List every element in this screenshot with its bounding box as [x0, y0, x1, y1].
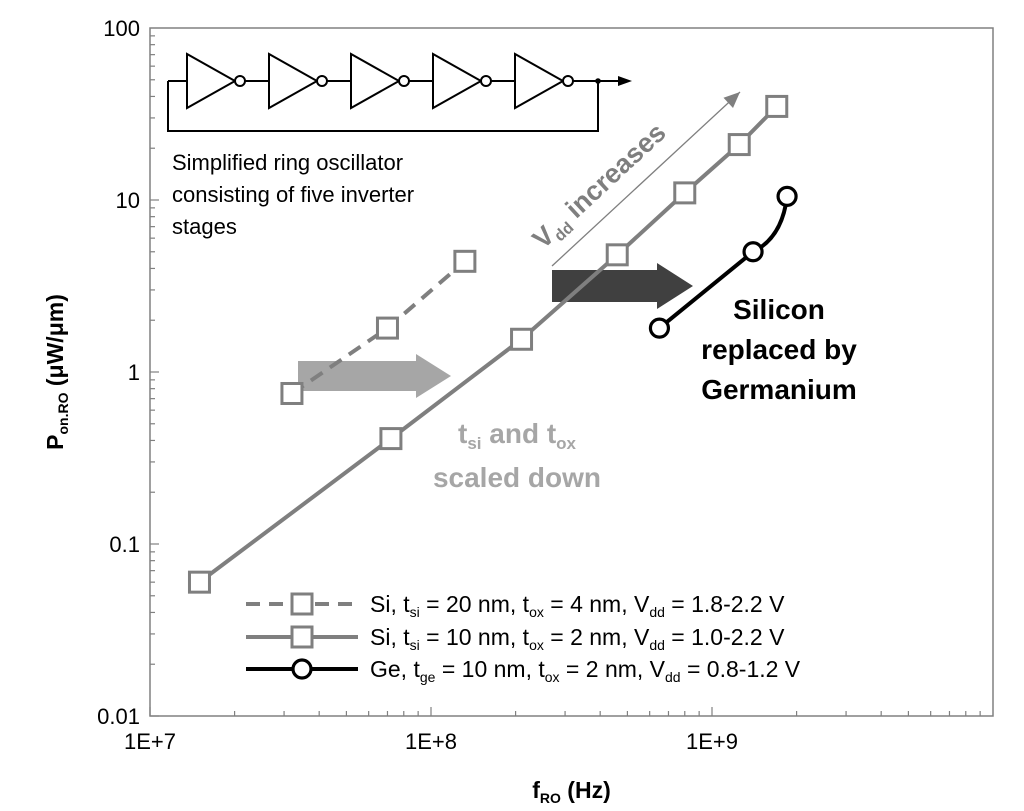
- x-tick-label: 1E+9: [686, 729, 738, 754]
- inverter-triangle: [514, 52, 566, 110]
- legend-label-si10-part-5: dd: [649, 637, 665, 653]
- inverter-bubble: [234, 75, 246, 87]
- inset-caption-line: Simplified ring oscillator: [172, 150, 403, 175]
- x-tick-label: 1E+7: [124, 729, 176, 754]
- data-point-si10: [727, 133, 751, 157]
- legend-label-si20-part-0: Si, t: [370, 591, 410, 617]
- data-point-si10: [187, 570, 211, 594]
- ring-oscillator-inset: Simplified ring oscillator consisting of …: [167, 52, 632, 239]
- legend-marker-si10: [290, 625, 314, 649]
- data-point-si20: [280, 381, 304, 405]
- data-point-si10: [673, 181, 697, 205]
- y-axis-title: Pon.RO (μW/μm): [42, 294, 71, 450]
- legend-label-si20-part-6: = 1.8-2.2 V: [665, 591, 785, 617]
- legend-label-si20: Si, tsi = 20 nm, tox = 4 nm, Vdd = 1.8-2…: [370, 591, 785, 620]
- y-axis-title-part-2: (μW/μm): [42, 294, 68, 392]
- x-axis-title-part-0: f: [532, 777, 540, 803]
- legend-label-si10-part-3: ox: [529, 637, 544, 653]
- x-axis-title-part-2: (Hz): [561, 777, 611, 803]
- inset-output-arrowhead: [618, 76, 632, 86]
- legend-label-ge10-part-2: = 10 nm, t: [435, 656, 545, 682]
- data-point-si10: [379, 427, 403, 451]
- y-tick-label: 0.1: [109, 532, 140, 557]
- data-point-ge10: [648, 317, 671, 339]
- legend-label-ge10-part-0: Ge, t: [370, 656, 420, 682]
- scaling-label-line-1-part-3: ox: [556, 434, 576, 453]
- data-point-si20: [375, 316, 399, 340]
- inverter-triangle: [432, 52, 484, 110]
- scaling-label-line-2-part-0: scaled down: [433, 462, 601, 493]
- legend-label-ge10-part-4: = 2 nm, V: [560, 656, 666, 682]
- y-tick-label: 1: [128, 360, 140, 385]
- vdd-arrow-line: [551, 91, 741, 267]
- germanium-label-line: Silicon: [733, 294, 825, 325]
- legend-label-si10-part-2: = 10 nm, t: [420, 624, 530, 650]
- x-tick-label: 1E+8: [405, 729, 457, 754]
- y-axis-title-part-1: on.RO: [55, 392, 71, 434]
- inset-caption-line: stages: [172, 214, 237, 239]
- legend-label-si10-part-1: si: [410, 637, 420, 653]
- scaling-label-line-1-part-0: t: [458, 418, 467, 449]
- legend-label-si10: Si, tsi = 10 nm, tox = 2 nm, Vdd = 1.0-2…: [370, 624, 785, 653]
- legend-label-si20-part-3: ox: [529, 604, 544, 620]
- inverter-triangle: [350, 52, 402, 110]
- series-layer: [187, 94, 798, 594]
- scaling-label-line-1-part-2: and t: [482, 418, 557, 449]
- germanium-label-line: replaced by: [701, 334, 857, 365]
- inverter-triangle: [186, 52, 238, 110]
- inverter-triangle: [268, 52, 320, 110]
- y-axis-title-part-0: P: [42, 435, 68, 450]
- legend-label-si10-part-0: Si, t: [370, 624, 410, 650]
- data-point-ge10: [742, 241, 764, 263]
- legend-label-ge10-part-3: ox: [545, 669, 560, 685]
- legend: Si, tsi = 20 nm, tox = 4 nm, Vdd = 1.8-2…: [246, 591, 801, 685]
- data-point-si10: [605, 243, 629, 267]
- legend-label-ge10-part-6: = 0.8-1.2 V: [681, 656, 801, 682]
- inset-caption-line: consisting of five inverter: [172, 182, 414, 207]
- inverter-bubble: [398, 75, 410, 87]
- scaling-label-line-1: tsi and tox: [458, 418, 577, 453]
- legend-marker-ge10: [291, 658, 313, 680]
- legend-label-ge10: Ge, tge = 10 nm, tox = 2 nm, Vdd = 0.8-1…: [370, 656, 801, 685]
- inverter-bubble: [562, 75, 574, 87]
- x-axis-title: fRO (Hz): [532, 777, 611, 806]
- data-point-si10: [765, 94, 789, 118]
- legend-label-si10-part-6: = 1.0-2.2 V: [665, 624, 785, 650]
- legend-label-ge10-part-1: ge: [420, 669, 436, 685]
- legend-label-si10-part-4: = 2 nm, V: [544, 624, 650, 650]
- germanium-label-line: Germanium: [701, 374, 857, 405]
- y-tick-label: 0.01: [97, 704, 140, 729]
- series-ge10: [648, 185, 798, 339]
- germanium-arrow: [552, 263, 693, 309]
- scaling-label-line-1-part-1: si: [467, 434, 481, 453]
- legend-label-si20-part-1: si: [410, 604, 420, 620]
- data-point-si10: [510, 327, 534, 351]
- series-si20: [280, 249, 477, 405]
- legend-marker-si20: [290, 592, 314, 616]
- inverter-bubble: [316, 75, 328, 87]
- legend-label-si20-part-2: = 20 nm, t: [420, 591, 530, 617]
- y-tick-label: 100: [103, 16, 140, 41]
- inverter-bubble: [480, 75, 492, 87]
- y-axis-title-group: Pon.RO (μW/μm): [42, 294, 71, 450]
- legend-label-si20-part-5: dd: [649, 604, 665, 620]
- scaling-label-line-2: scaled down: [433, 462, 601, 493]
- legend-label-ge10-part-5: dd: [665, 669, 681, 685]
- x-axis-title-part-1: RO: [540, 790, 561, 806]
- data-point-ge10: [776, 185, 798, 207]
- y-tick-label: 10: [116, 188, 140, 213]
- vdd-arrow-head: [723, 92, 740, 109]
- series-si10: [187, 94, 789, 594]
- axes: 1E+7 1E+8 1E+9 0.01 0.1 1 10 100 fRO (Hz) Pon.RO …: [42, 16, 981, 806]
- legend-label-si20-part-4: = 4 nm, V: [544, 591, 650, 617]
- inset-feedback-wire: [167, 81, 599, 132]
- data-point-si20: [453, 249, 477, 273]
